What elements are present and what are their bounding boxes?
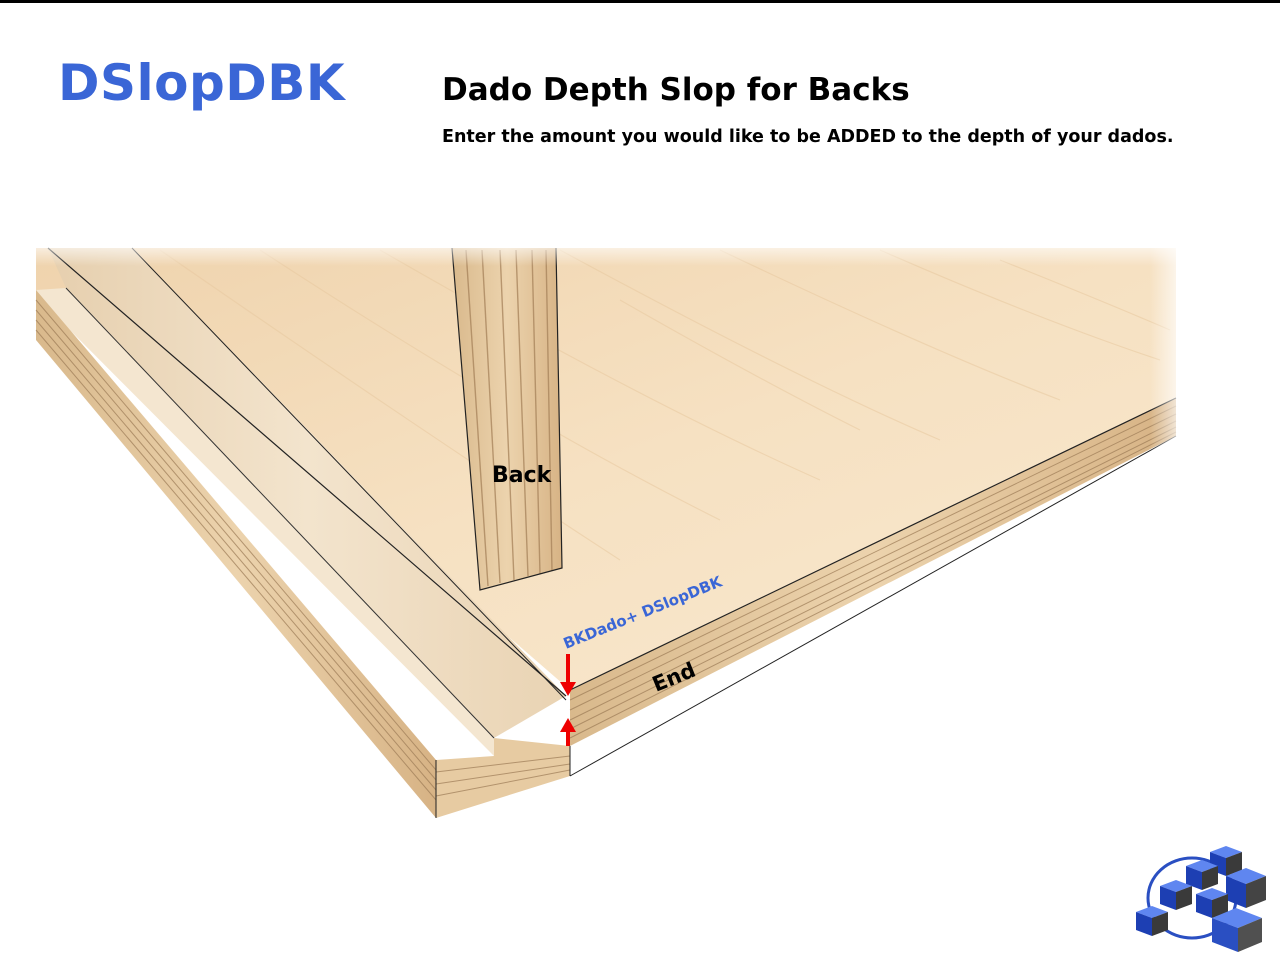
variable-name-heading: DSlopDBK xyxy=(58,54,346,112)
blue-cubes-logo-icon xyxy=(1136,846,1266,952)
depth-arrow-down xyxy=(560,654,576,696)
ply-layers-left xyxy=(35,299,437,801)
page-subtitle: Enter the amount you would like to be AD… xyxy=(442,127,1174,147)
panel-top-face xyxy=(36,248,1176,690)
back-label: Back xyxy=(492,463,553,488)
ply-layers-front xyxy=(569,405,1177,739)
wood-grain xyxy=(159,249,1171,561)
dado-groove-floor xyxy=(48,248,566,738)
panel-left-edge xyxy=(36,290,436,818)
back-panel-plies xyxy=(465,249,553,587)
panel-corner-face xyxy=(436,738,570,818)
top-rule xyxy=(0,0,1280,3)
panel-front-edge xyxy=(570,398,1176,746)
depth-arrow-up xyxy=(560,718,576,746)
dado-groove-wall xyxy=(36,288,494,756)
page-title: Dado Depth Slop for Backs xyxy=(442,72,910,108)
